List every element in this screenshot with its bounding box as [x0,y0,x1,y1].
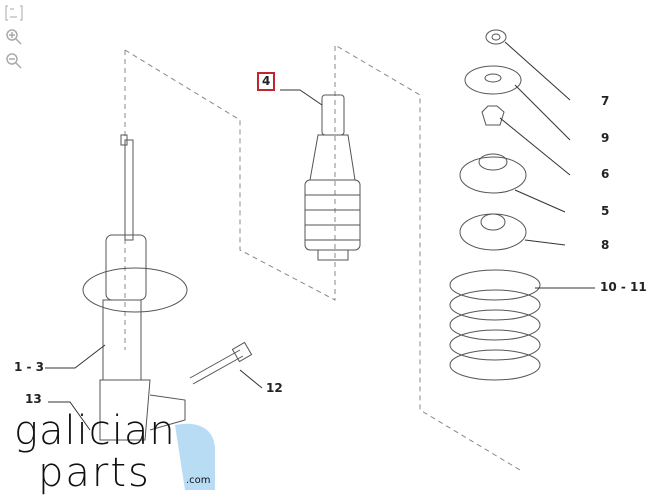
callout-6[interactable]: 6 [601,167,610,181]
watermark-line1: galician [14,408,176,454]
callout-1-3[interactable]: 1 - 3 [14,360,45,374]
zoom-in-icon[interactable] [5,28,23,46]
top-mount-parts [459,29,527,251]
watermark-line2: parts [38,450,151,496]
callout-8[interactable]: 8 [601,238,610,252]
bolt-12 [189,341,253,385]
callout-4[interactable]: 4 [257,72,276,91]
zoom-out-icon[interactable] [5,52,23,70]
callout-5[interactable]: 5 [601,204,610,218]
watermark-shape [175,423,215,490]
fit-screen-icon[interactable] [5,4,23,22]
callout-12[interactable]: 12 [266,381,283,395]
callout-13[interactable]: 13 [25,392,42,406]
watermark-suffix: .com [186,475,211,486]
callout-10-11[interactable]: 10 - 11 [600,280,647,294]
dust-boot-4 [304,94,361,261]
callout-7[interactable]: 7 [601,94,610,108]
strut-assembly [82,134,188,441]
callout-9[interactable]: 9 [601,131,610,145]
coil-spring [449,269,541,381]
